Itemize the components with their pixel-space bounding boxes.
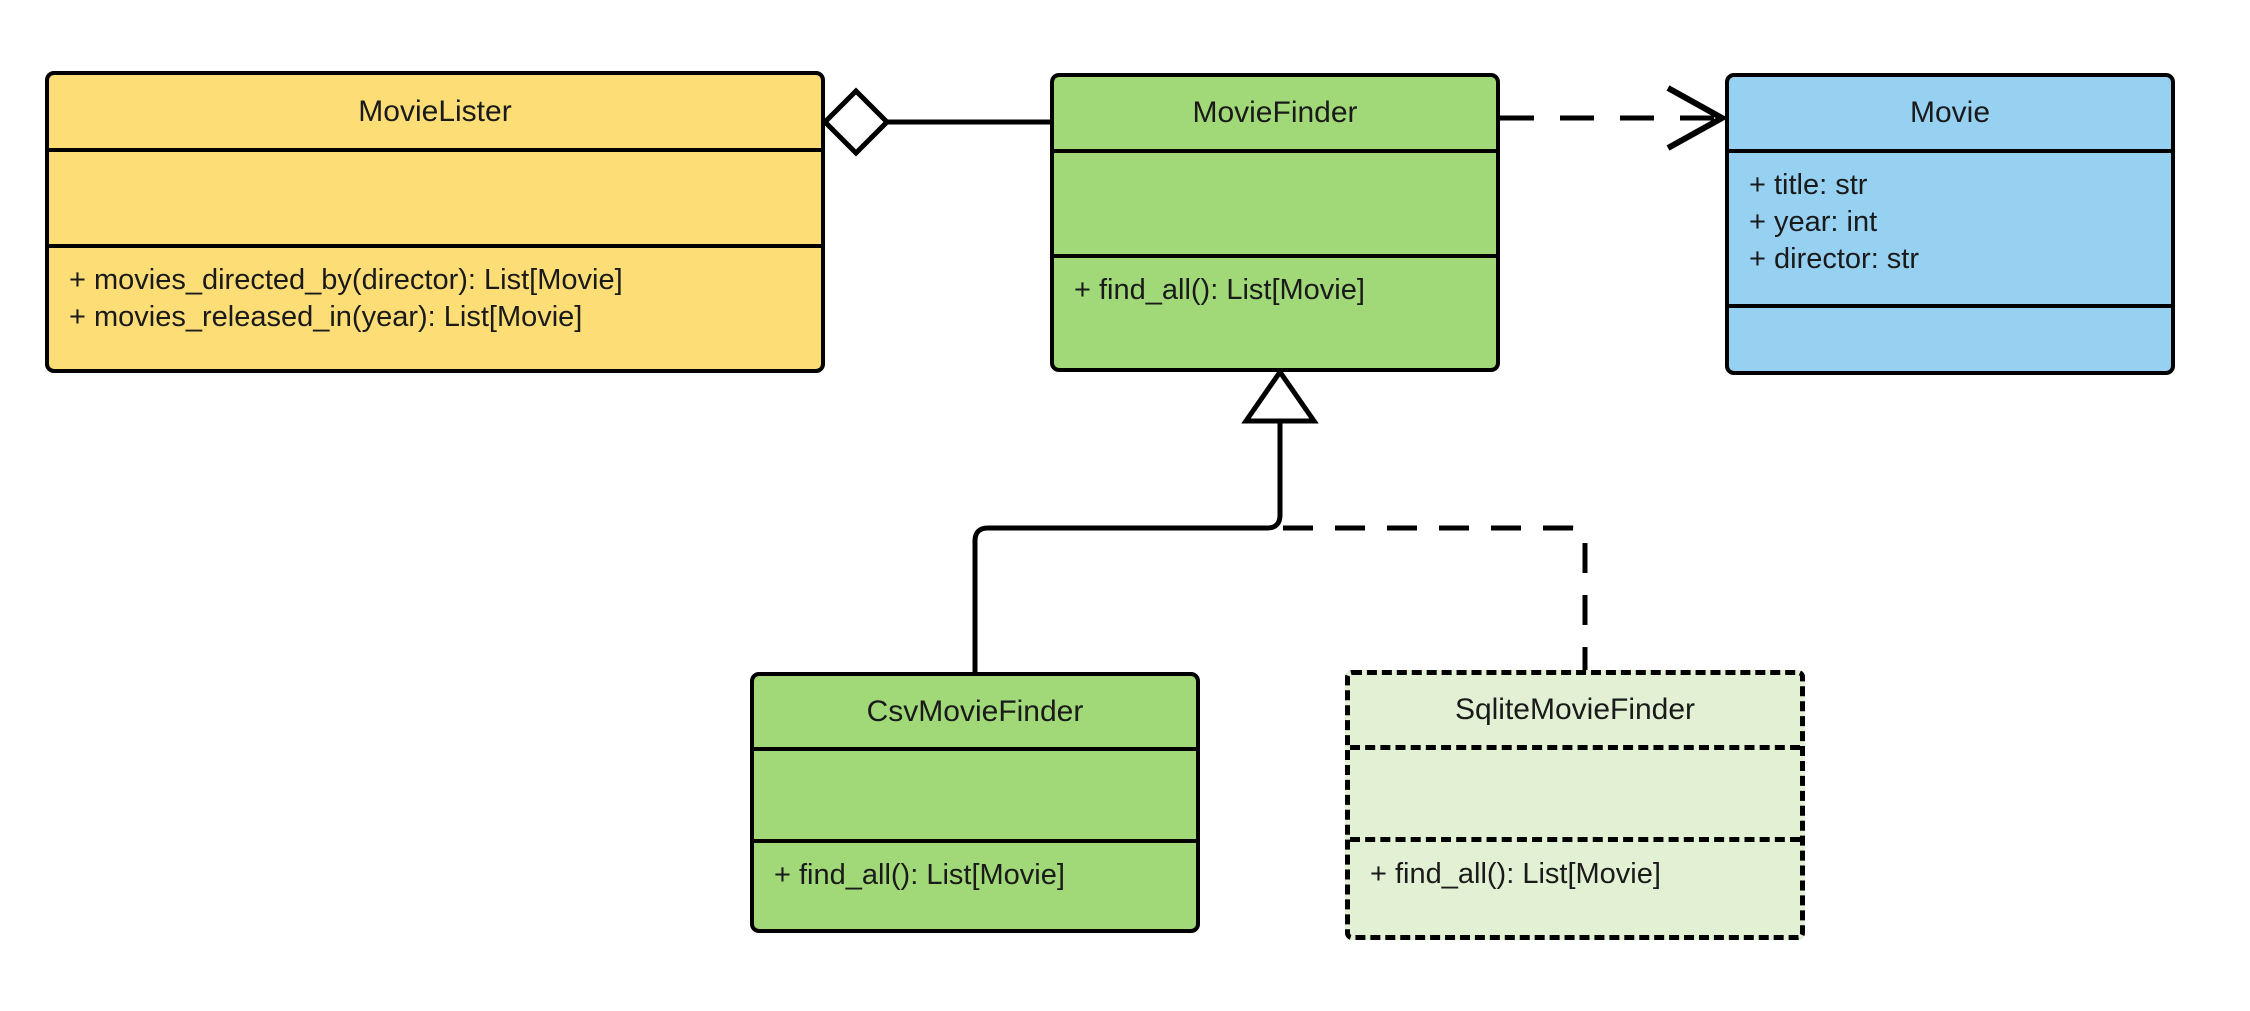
class-box-movie-lister[interactable]: MovieLister + movies_directed_by(directo… — [45, 71, 825, 373]
class-methods-compartment — [1729, 304, 2171, 371]
class-methods-compartment: + find_all(): List[Movie] — [754, 839, 1196, 929]
attribute-item: + title: str — [1749, 169, 1868, 201]
method-item: + movies_directed_by(director): List[Mov… — [69, 264, 623, 296]
class-title-compartment: SqliteMovieFinder — [1350, 675, 1800, 745]
class-box-movie[interactable]: Movie + title: str + year: int + directo… — [1725, 73, 2175, 375]
class-title-compartment: Movie — [1729, 77, 2171, 149]
relationship-dependency-finder-movie[interactable] — [1500, 85, 1729, 151]
class-attributes-compartment — [1054, 149, 1496, 254]
hollow-triangle-icon — [1241, 367, 1319, 424]
method-list — [1729, 308, 2171, 322]
class-methods-compartment: + find_all(): List[Movie] — [1054, 254, 1496, 368]
attribute-list — [1350, 750, 1800, 764]
relationship-aggregation-lister-finder[interactable] — [821, 87, 1050, 157]
class-box-csv-movie-finder[interactable]: CsvMovieFinder + find_all(): List[Movie] — [750, 672, 1200, 933]
method-list: + find_all(): List[Movie] — [1350, 842, 1800, 893]
attribute-list — [754, 751, 1196, 765]
class-methods-compartment: + movies_directed_by(director): List[Mov… — [49, 244, 821, 369]
generalization-line-solid — [972, 419, 1283, 672]
class-name-label: CsvMovieFinder — [866, 694, 1084, 728]
class-name-label: MovieLister — [358, 94, 512, 128]
method-item: + find_all(): List[Movie] — [1370, 858, 1661, 890]
method-list: + movies_directed_by(director): List[Mov… — [49, 248, 821, 336]
class-title-compartment: CsvMovieFinder — [754, 676, 1196, 747]
method-list: + find_all(): List[Movie] — [1054, 258, 1496, 309]
attribute-list: + title: str + year: int + director: str — [1729, 153, 2171, 278]
hollow-diamond-icon — [821, 87, 891, 157]
class-name-label: SqliteMovieFinder — [1454, 693, 1696, 726]
class-box-sqlite-movie-finder[interactable]: SqliteMovieFinder + find_all(): List[Mov… — [1345, 670, 1805, 940]
method-list: + find_all(): List[Movie] — [754, 843, 1196, 894]
method-item: + find_all(): List[Movie] — [1074, 274, 1365, 306]
class-methods-compartment: + find_all(): List[Movie] — [1350, 837, 1800, 935]
class-attributes-compartment — [754, 747, 1196, 839]
relationship-generalization-csv-finder[interactable] — [972, 367, 1319, 672]
attribute-list — [49, 152, 821, 166]
generalization-line-dashed — [1283, 525, 1588, 670]
class-title-compartment: MovieFinder — [1054, 77, 1496, 149]
class-title-compartment: MovieLister — [49, 75, 821, 148]
class-name-label: Movie — [1909, 96, 1991, 129]
method-item: + movies_released_in(year): List[Movie] — [69, 301, 583, 334]
attribute-item: + year: int — [1749, 206, 1878, 239]
attribute-item: + director: str — [1749, 243, 1920, 276]
class-attributes-compartment — [49, 148, 821, 244]
attribute-list — [1054, 153, 1496, 167]
class-attributes-compartment: + title: str + year: int + director: str — [1729, 149, 2171, 304]
class-box-movie-finder[interactable]: MovieFinder + find_all(): List[Movie] — [1050, 73, 1500, 372]
open-arrow-icon — [1666, 85, 1729, 151]
relationship-realization-sqlite-finder[interactable] — [1283, 525, 1588, 670]
class-name-label: MovieFinder — [1192, 96, 1358, 129]
method-item: + find_all(): List[Movie] — [774, 859, 1065, 891]
class-attributes-compartment — [1350, 745, 1800, 837]
